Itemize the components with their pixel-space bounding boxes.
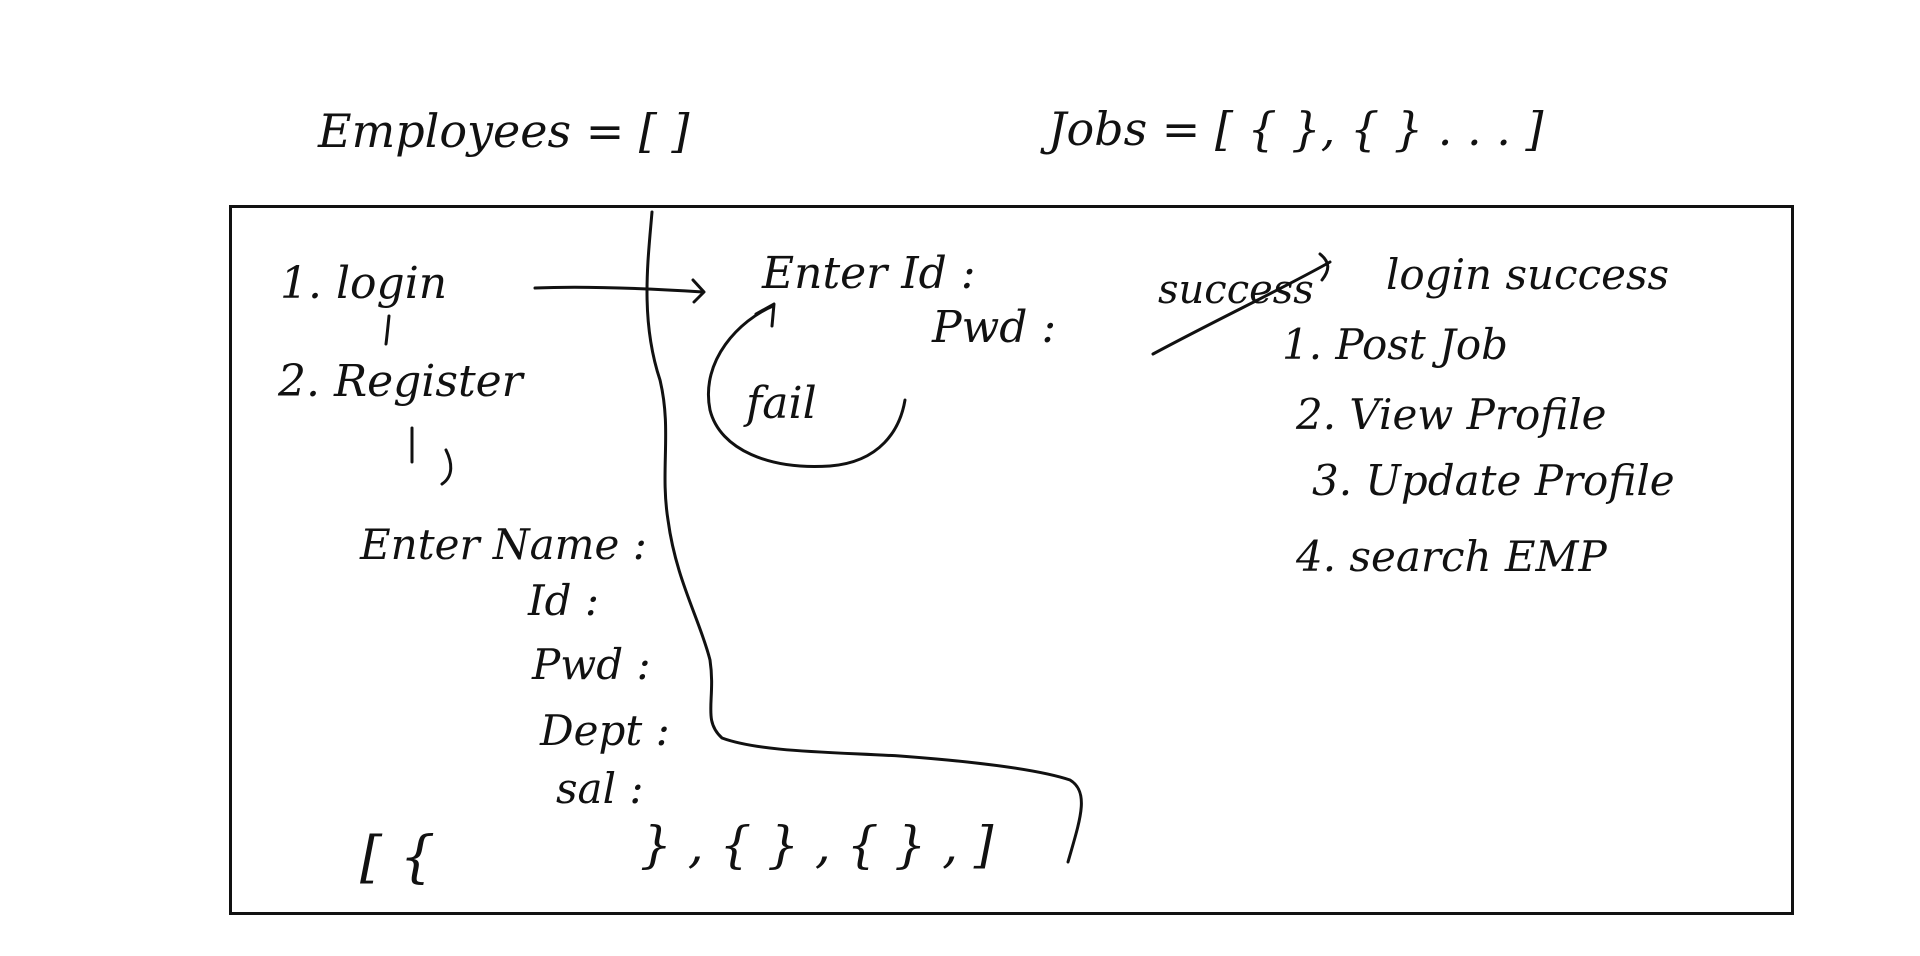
- fail-arrow-head: [754, 302, 776, 328]
- flow-box: [229, 205, 1794, 915]
- success-label: success: [1158, 267, 1314, 313]
- login-arrow-head: [691, 278, 706, 304]
- option-post-job: 1. Post Job: [1282, 320, 1509, 369]
- fail-label: fail: [746, 378, 817, 429]
- menu-register: 2. Register: [278, 356, 523, 407]
- array-start: [ {: [360, 825, 436, 890]
- register-sal: sal :: [556, 764, 644, 813]
- login-arrow: [533, 285, 705, 294]
- fail-loop: [707, 304, 907, 468]
- array-rest: } , { } , { } , ]: [640, 816, 994, 874]
- login-success-heading: login success: [1386, 250, 1670, 299]
- register-id: Id :: [528, 576, 599, 625]
- login-tick: [384, 314, 391, 346]
- success-arrow: [1318, 252, 1330, 282]
- jobs-array-label: Jobs = [ { }, { } . . . ]: [1048, 102, 1544, 156]
- divider-curve: [645, 210, 1083, 864]
- menu-login: 1. login: [280, 258, 448, 309]
- register-arrow-hook: [440, 448, 453, 486]
- option-search-emp: 4. search EMP: [1296, 532, 1607, 581]
- employees-array-label: Employees = [ ]: [318, 104, 690, 158]
- option-update-profile: 3. Update Profile: [1312, 456, 1675, 505]
- option-view-profile: 2. View Profile: [1296, 390, 1607, 439]
- register-enter-name: Enter Name :: [360, 520, 647, 569]
- pwd-prompt: Pwd :: [932, 302, 1057, 353]
- register-dept: Dept :: [540, 706, 670, 755]
- success-underline: [1151, 260, 1332, 356]
- enter-id-prompt: Enter Id :: [762, 248, 976, 299]
- register-pwd: Pwd :: [532, 640, 651, 689]
